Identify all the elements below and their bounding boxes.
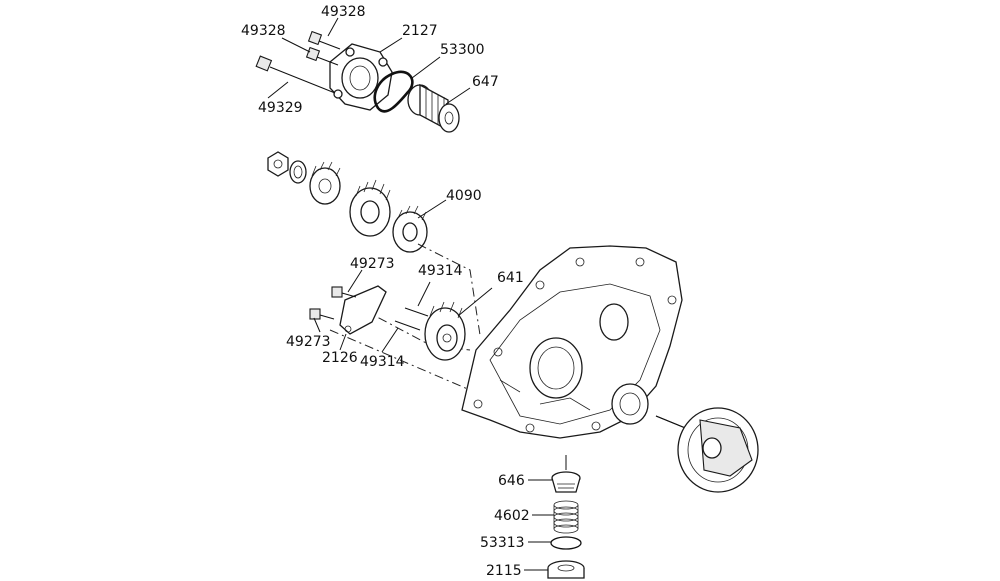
o-ring-53300 [373,70,414,113]
label-2126: 2126 [322,350,358,366]
label-2127: 2127 [402,23,438,39]
bolt-49328-lower [305,46,339,66]
crankshaft-flywheel [655,407,759,493]
label-4090: 4090 [446,188,482,204]
long-bolt-49329 [255,55,336,94]
label-49314-lower: 49314 [360,354,405,370]
gear-4090 [392,205,428,253]
label-641: 641 [497,270,524,286]
label-53300: 53300 [440,42,485,58]
small-gear [309,161,341,205]
strainer-646 [551,471,581,493]
bolt-49273-lower [309,308,335,320]
label-49329: 49329 [258,100,303,116]
label-49273-upper: 49273 [350,256,395,272]
drain-plug-2115 [547,560,585,579]
oil-filter-647 [407,83,460,133]
screws-49314 [394,307,429,331]
label-49314-upper: 49314 [418,263,463,279]
bolt-49328-upper [307,30,341,50]
bolt-49273-upper [331,286,357,298]
pump-cover-plate-2126 [339,285,387,335]
label-49328-left: 49328 [241,23,286,39]
o-ring-53313 [550,536,582,550]
label-4602: 4602 [494,508,530,524]
crankcase-half [461,245,683,439]
label-646: 646 [498,473,525,489]
alignment-line-upper [417,243,481,336]
gear-large [349,179,391,237]
oil-pump-641 [424,301,466,361]
spring-4602 [553,500,579,534]
label-53313: 53313 [480,535,525,551]
label-2115: 2115 [486,563,522,579]
nut-washer-set [267,151,307,184]
leader-lines [267,17,554,571]
oil-filter-cover-2127 [329,43,393,111]
label-647: 647 [472,74,499,90]
label-49273-lower: 49273 [286,334,331,350]
label-49328-top: 49328 [321,4,366,20]
